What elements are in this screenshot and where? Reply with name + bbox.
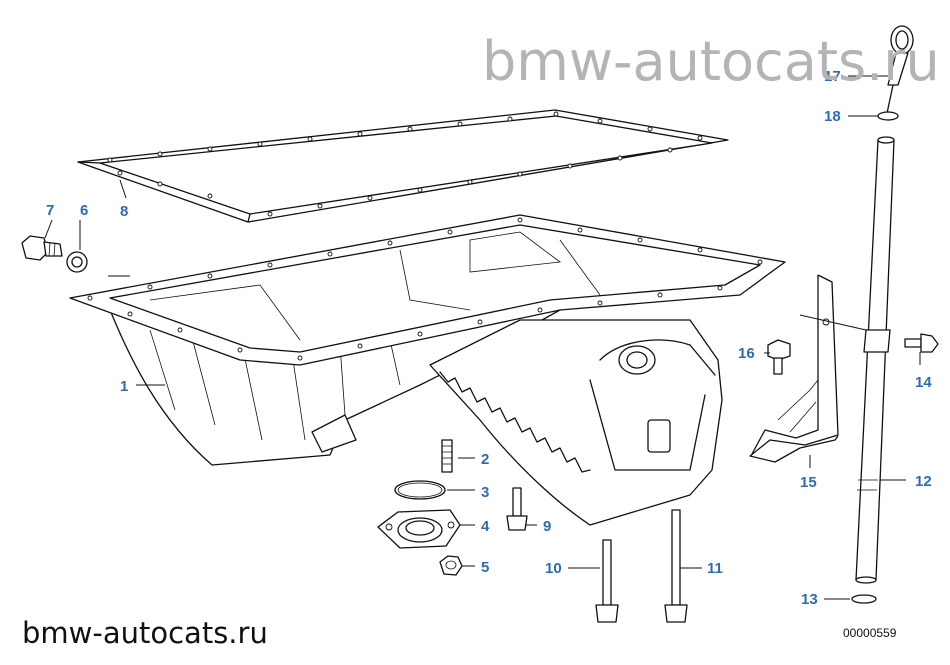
gasket-holes bbox=[107, 111, 703, 217]
callout-3: 3 bbox=[481, 484, 489, 501]
callout-5: 5 bbox=[481, 559, 489, 576]
callout-8: 8 bbox=[120, 203, 128, 220]
guide-tube-drawing bbox=[855, 136, 895, 584]
callout-15: 15 bbox=[800, 474, 817, 491]
bracket-bolt-drawing bbox=[767, 339, 791, 375]
long-bolt-10-drawing bbox=[595, 539, 619, 623]
dipstick-drawing bbox=[885, 25, 914, 119]
leader-lines bbox=[44, 75, 921, 600]
callout-16: 16 bbox=[738, 345, 755, 362]
callout-12: 12 bbox=[915, 473, 932, 490]
o-ring-drawing bbox=[394, 480, 446, 500]
callout-labels: 1 2 3 4 5 6 7 8 9 10 11 12 13 14 15 16 1… bbox=[46, 68, 932, 608]
callout-6: 6 bbox=[80, 202, 88, 219]
tube-o-ring-drawing bbox=[851, 594, 877, 604]
seal-ring-drawing bbox=[66, 251, 88, 273]
diagram-id: 00000559 bbox=[843, 626, 897, 640]
callout-17: 17 bbox=[824, 68, 841, 85]
watermark-bottom: bmw-autocats.ru bbox=[22, 616, 268, 650]
callout-14: 14 bbox=[915, 374, 932, 391]
oil-pan-drawing bbox=[69, 214, 786, 526]
drain-plug-drawing bbox=[21, 235, 63, 261]
stud-drawing bbox=[441, 439, 453, 473]
bracket-drawing bbox=[749, 274, 839, 463]
callout-1: 1 bbox=[120, 378, 128, 395]
gasket-drawing bbox=[77, 109, 729, 223]
callout-9: 9 bbox=[543, 518, 551, 535]
short-bolt-drawing bbox=[506, 487, 528, 531]
callout-4: 4 bbox=[481, 518, 490, 535]
oil-pan-flange-holes bbox=[87, 217, 763, 361]
dipstick-seal-drawing bbox=[877, 111, 899, 121]
callout-10: 10 bbox=[545, 560, 562, 577]
watermark-top: bmw-autocats.ru bbox=[482, 30, 940, 93]
cover-flange-drawing bbox=[377, 509, 461, 549]
tube-bolt-drawing bbox=[904, 333, 939, 353]
callout-11: 11 bbox=[707, 560, 723, 577]
hex-nut-drawing bbox=[439, 555, 463, 576]
long-bolt-11-drawing bbox=[664, 509, 688, 623]
callout-18: 18 bbox=[824, 108, 841, 125]
callout-7: 7 bbox=[46, 202, 54, 219]
callout-13: 13 bbox=[801, 591, 818, 608]
callout-2: 2 bbox=[481, 451, 489, 468]
